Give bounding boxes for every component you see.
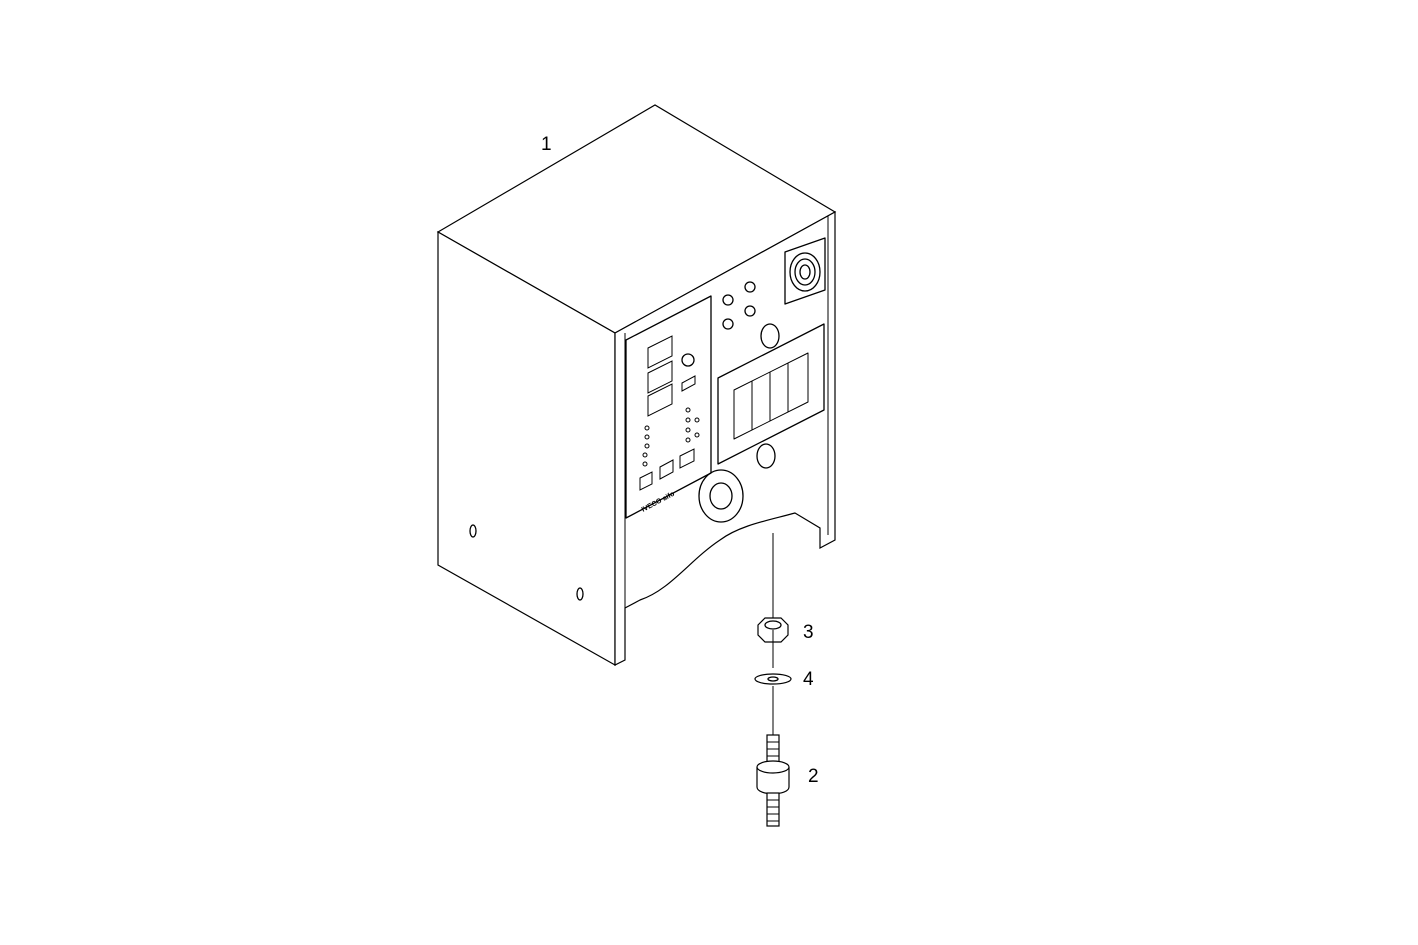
cabinet-front-face bbox=[614, 210, 836, 666]
cable-gland bbox=[698, 469, 744, 523]
digital-displays bbox=[647, 335, 673, 417]
fan-grille bbox=[784, 237, 826, 305]
part-label-3: 3 bbox=[803, 622, 814, 643]
side-hole bbox=[576, 587, 584, 601]
part-label-1: 1 bbox=[541, 134, 552, 155]
panel-button bbox=[659, 459, 674, 480]
indicator-leds bbox=[642, 407, 700, 467]
key-switch bbox=[681, 353, 695, 367]
breaker-panel bbox=[717, 323, 825, 469]
cabinet: IVECO aifo bbox=[436, 104, 837, 667]
side-hole bbox=[469, 524, 477, 538]
nut bbox=[757, 617, 789, 643]
connectors bbox=[722, 281, 780, 349]
anti-vibration-mount bbox=[756, 734, 790, 827]
part-label-4: 4 bbox=[803, 669, 814, 690]
panel-button bbox=[679, 448, 695, 469]
panel-button bbox=[639, 471, 653, 491]
part-label-2: 2 bbox=[808, 766, 819, 787]
washer bbox=[754, 673, 792, 685]
